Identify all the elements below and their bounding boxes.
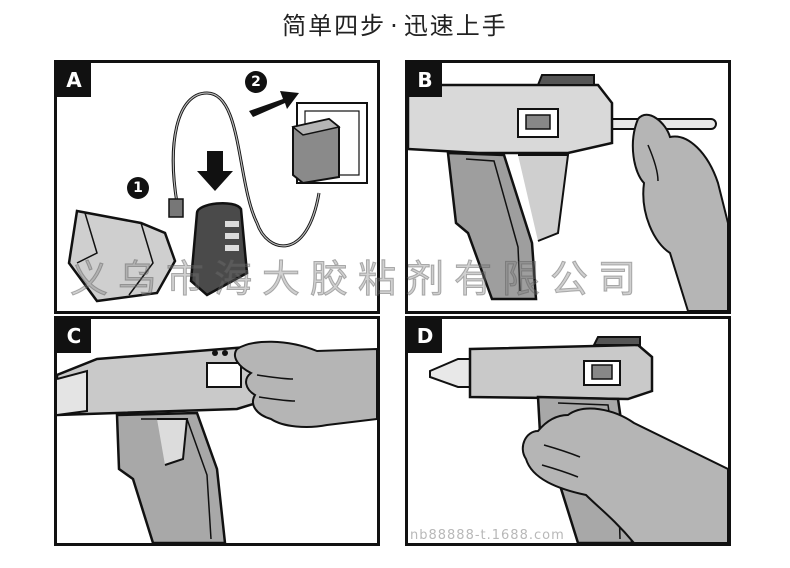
title-sub: 迅速上手	[403, 12, 508, 40]
step-badge-2: 2	[245, 71, 267, 93]
insert-glue-stick-illustration	[408, 74, 728, 311]
hand	[521, 407, 728, 543]
glue-gun-nozzle	[429, 358, 471, 388]
hand	[233, 340, 377, 428]
glue-gun-handle	[446, 151, 538, 301]
panel-b: B	[405, 60, 731, 314]
panel-label-d: D	[408, 319, 442, 353]
arrow-right-icon	[249, 91, 299, 117]
glue-gun-barrel	[408, 83, 614, 155]
apply-glue-illustration	[429, 336, 728, 543]
press-switch-illustration	[57, 340, 377, 543]
page-title: 简单四步·迅速上手	[0, 6, 790, 41]
panel-label-c: C	[57, 319, 91, 353]
step-badge-1: 1	[127, 177, 149, 199]
watermark-url: nb88888-t.1688.com	[410, 528, 565, 543]
panel-a: A 1 2	[54, 60, 380, 314]
title-main: 简单四步	[282, 12, 387, 40]
dc-plug	[168, 198, 184, 218]
panel-d: D	[405, 316, 731, 546]
watermark-text: 义乌市海大胶粘剂有限公司	[70, 257, 647, 302]
panel-label-a: A	[57, 63, 91, 97]
panel-c: C	[54, 316, 380, 546]
hand	[631, 113, 728, 311]
charging-illustration	[67, 91, 368, 303]
panel-label-b: B	[408, 63, 442, 97]
title-separator: ·	[390, 12, 400, 40]
glue-gun-handle	[115, 411, 227, 543]
glue-gun-body	[67, 209, 177, 303]
glue-gun-barrel	[468, 343, 654, 401]
arrow-down-icon	[197, 151, 233, 191]
